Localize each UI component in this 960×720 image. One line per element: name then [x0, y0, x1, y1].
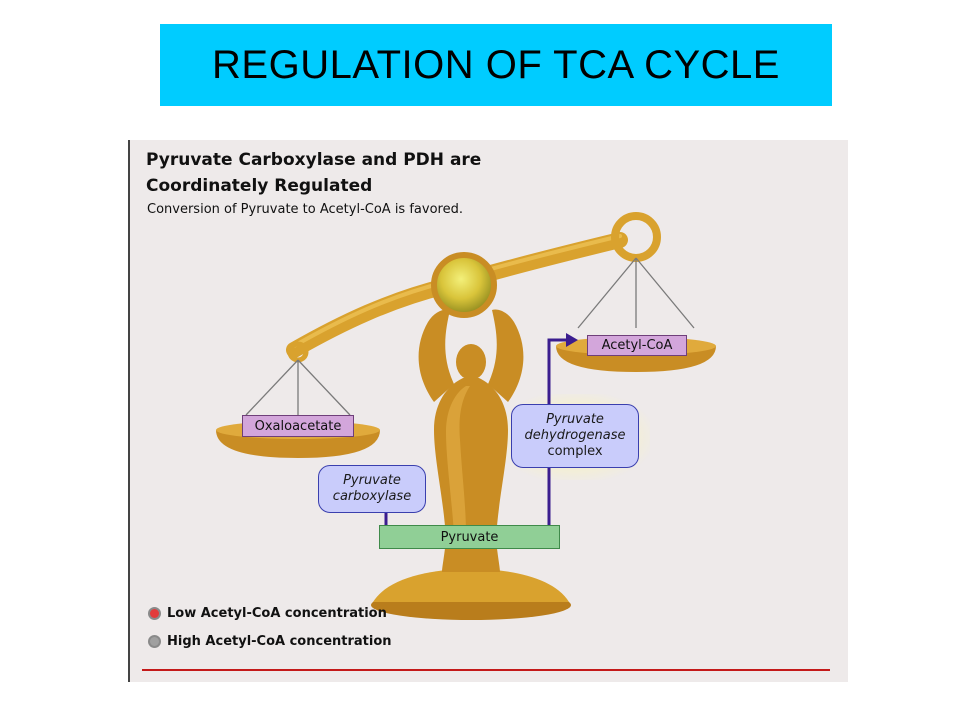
figure-head	[456, 344, 486, 380]
pyruvate-carboxylase-box: Pyruvate carboxylase	[318, 465, 426, 513]
legend-label-low: Low Acetyl-CoA concentration	[167, 606, 387, 621]
balance-scale-illustration	[128, 140, 848, 682]
oxaloacetate-label: Oxaloacetate	[242, 415, 354, 437]
pdh-complex-box: Pyruvate dehydrogenase complex	[511, 404, 639, 468]
regulation-figure: Pyruvate Carboxylase and PDH are Coordin…	[128, 140, 848, 682]
title-banner: REGULATION OF TCA CYCLE	[160, 24, 832, 106]
acetyl-coa-label: Acetyl-CoA	[587, 335, 687, 356]
figure-right-arm	[488, 309, 524, 402]
legend-label-high: High Acetyl-CoA concentration	[167, 634, 392, 649]
figure-left-arm	[418, 309, 454, 402]
legend-item-low: Low Acetyl-CoA concentration	[148, 606, 387, 621]
figure-heading-line2: Coordinately Regulated	[146, 176, 373, 196]
red-dot-icon	[148, 607, 161, 620]
scale-base	[373, 568, 569, 602]
pdh-line2: dehydrogenase	[524, 428, 626, 443]
carboxylase-line2: carboxylase	[332, 489, 412, 504]
pdh-line1: Pyruvate	[546, 412, 604, 427]
gray-dot-icon	[148, 635, 161, 648]
pyruvate-substrate-bar: Pyruvate	[379, 525, 560, 549]
figure-heading-line1: Pyruvate Carboxylase and PDH are	[146, 150, 482, 170]
legend-item-high: High Acetyl-CoA concentration	[148, 634, 392, 649]
carboxylase-line1: Pyruvate	[343, 473, 401, 488]
figure-subheading: Conversion of Pyruvate to Acetyl-CoA is …	[147, 202, 463, 217]
slide-title: REGULATION OF TCA CYCLE	[212, 42, 780, 87]
gold-ball	[431, 252, 497, 318]
pdh-line3: complex	[547, 444, 603, 459]
pdh-arrow-head	[566, 333, 578, 347]
